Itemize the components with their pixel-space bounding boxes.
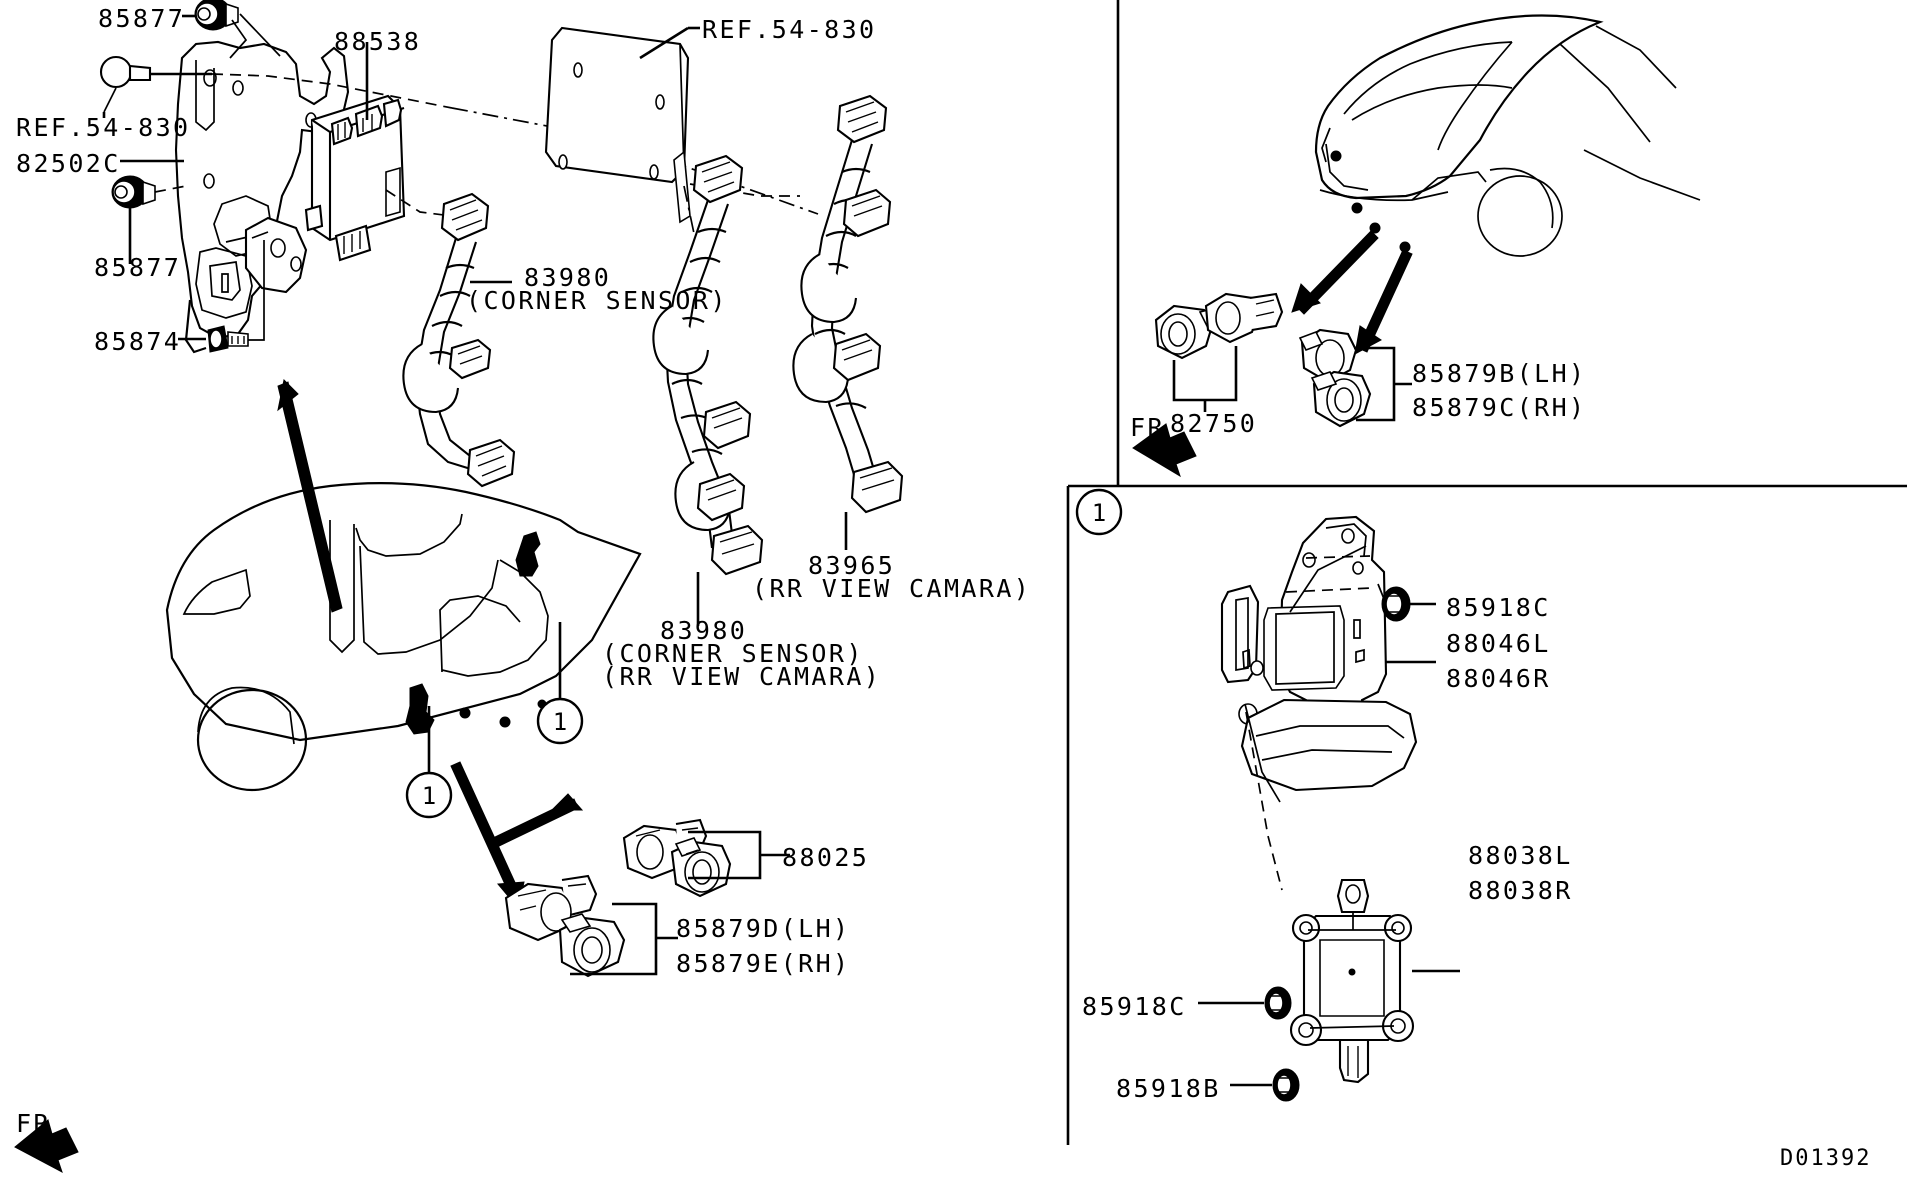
fr-marker-right (1132, 423, 1197, 478)
bracket-88046 (1220, 515, 1418, 792)
sensor-85879b (1298, 328, 1358, 384)
harness-83980-center (652, 154, 764, 576)
harness-83980-left (402, 192, 516, 488)
sheet-code: D01392 (1780, 1146, 1872, 1171)
label-fr-right: FR (1130, 413, 1165, 442)
sensor-82750-b (1204, 292, 1284, 344)
label-85879d: 85879D(LH) (676, 914, 851, 943)
balloon-1-left: 1 (405, 706, 453, 819)
label-83980-center-sub1: (CORNER SENSOR) (602, 639, 864, 668)
svg-text:1: 1 (1092, 499, 1106, 527)
label-ref-54-830-top: REF.54-830 (702, 15, 877, 44)
label-88038r: 88038R (1468, 876, 1573, 905)
label-83965: 83965 (808, 551, 896, 580)
vehicle-front-view (1314, 14, 1701, 257)
bracket-82502c (174, 40, 350, 354)
sensor-85879c (1310, 370, 1372, 428)
label-85874: 85874 (94, 327, 182, 356)
label-85879c: 85879C(RH) (1412, 393, 1587, 422)
label-85918c-lower: 85918C (1082, 992, 1187, 1021)
callout-arrow-down-2 (492, 793, 584, 848)
label-82750: 82750 (1170, 409, 1258, 438)
label-88538: 88538 (334, 27, 422, 56)
label-88046r: 88046R (1446, 664, 1551, 693)
fastener-85918c-upper (1381, 586, 1411, 622)
fastener-85918b (1272, 1068, 1300, 1102)
label-83980-center-sub2: (RR VIEW CAMARA) (602, 662, 882, 691)
sensor-85879d (504, 874, 598, 942)
label-85879b: 85879B(LH) (1412, 359, 1587, 388)
label-85877-top: 85877 (98, 4, 186, 33)
harness-83965 (792, 94, 904, 514)
callout-arrow-up-left (277, 378, 343, 613)
front-sensor-arrow-2 (1354, 249, 1413, 355)
label-88025: 88025 (782, 843, 870, 872)
balloon-1-right: 1 (536, 622, 584, 745)
sensor-85879e (558, 913, 626, 978)
sensor-82750-a (1154, 304, 1224, 360)
label-85918c-upper: 85918C (1446, 593, 1551, 622)
label-85877-mid: 85877 (94, 253, 182, 282)
label-83965-sub: (RR VIEW CAMARA) (752, 574, 1032, 603)
ecu-88538 (304, 94, 406, 262)
plate-ref-54-830 (544, 26, 691, 224)
fastener-85877-mid (111, 175, 156, 209)
label-fr-left: FR (16, 1109, 51, 1138)
module-88038 (1289, 878, 1415, 1084)
svg-text:1: 1 (422, 782, 436, 810)
label-82502c: 82502C (16, 149, 121, 178)
fastener-85874 (207, 325, 249, 353)
label-83980-left: 83980 (524, 263, 612, 292)
front-sensor-arrow-1 (1291, 230, 1379, 315)
vehicle-side-view (165, 482, 642, 792)
inset-balloon-1: 1 (1075, 488, 1123, 536)
label-88038l: 88038L (1468, 841, 1573, 870)
label-ref-54-830-left: REF.54-830 (16, 113, 191, 142)
label-83980-center: 83980 (660, 616, 748, 645)
svg-text:1: 1 (553, 708, 567, 736)
ref-pin-left (99, 55, 152, 113)
sensor-88025-b (670, 837, 732, 898)
fastener-85918c-lower (1264, 986, 1292, 1020)
label-83980-left-sub: (CORNER SENSOR) (466, 286, 728, 315)
label-85918b: 85918B (1116, 1074, 1221, 1103)
label-85879e: 85879E(RH) (676, 949, 851, 978)
label-88046l: 88046L (1446, 629, 1551, 658)
fastener-85877-top (194, 0, 239, 31)
fr-marker-left (14, 1119, 79, 1174)
